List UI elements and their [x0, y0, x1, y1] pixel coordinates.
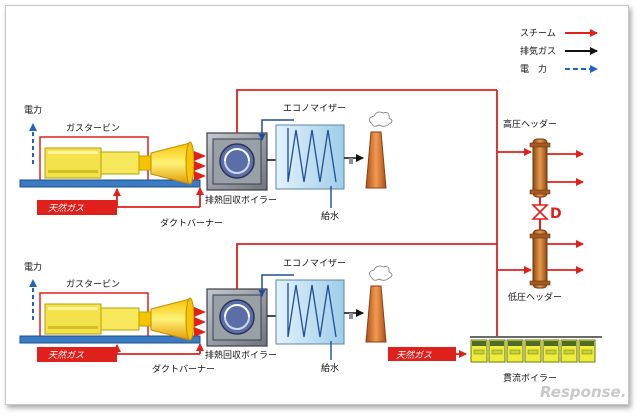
valve-letter: D	[550, 206, 562, 222]
top-economizer-body	[275, 124, 345, 190]
bottom-feed-water-label: 給水	[321, 362, 339, 374]
high-pressure-header-pipe	[532, 138, 548, 198]
bottom-transition-duct	[150, 298, 191, 341]
bottom-duct-burner-flame	[194, 307, 206, 337]
bottom-natural-gas-label: 天然ガス	[48, 350, 84, 361]
bottom-power-label: 電力	[24, 261, 42, 273]
legend-exhaust-label: 排気ガス	[520, 45, 556, 57]
top-gas-turbine-label: ガスタービン	[66, 123, 120, 134]
bottom-gas-turbine-label: ガスタービン	[66, 279, 120, 290]
top-duct-burner-flame	[194, 151, 206, 181]
top-unit: 電力 ガスタービン 天然ガス ダクトバーナー	[19, 89, 497, 229]
bottom-natural-gas-box	[37, 347, 117, 362]
top-water-loop	[258, 119, 294, 141]
legend-steam-label: スチーム	[520, 28, 556, 39]
bottom-gas-turbine-machine	[44, 303, 152, 335]
bottom-duct-burner-label: ダクトバーナー	[152, 363, 215, 375]
boiler-natural-gas-label: 天然ガス	[396, 350, 432, 361]
bottom-economizer-body	[275, 279, 345, 345]
top-feed-water-label: 給水	[321, 210, 339, 222]
low-pressure-header-pipe	[532, 229, 548, 289]
low-pressure-header-label: 低圧ヘッダー	[508, 291, 562, 303]
boiler-unit	[488, 339, 506, 363]
top-transition-duct	[150, 142, 191, 185]
top-natural-gas-box	[37, 200, 117, 215]
top-steam-line	[236, 89, 497, 133]
bottom-hrsg-label: 排熱回収ボイラー	[205, 349, 277, 361]
boiler-unit	[506, 339, 524, 363]
boiler-unit	[542, 339, 560, 363]
bottom-water-loop	[258, 274, 294, 297]
bottom-stack	[365, 285, 387, 343]
bottom-unit: 電力 ガスタービン 天然ガス ダクトバーナー	[19, 243, 497, 375]
high-pressure-header-label: 高圧ヘッダー	[503, 118, 557, 130]
bottom-base-plate	[19, 335, 201, 344]
boiler-unit	[524, 339, 542, 363]
boiler-unit	[578, 339, 596, 363]
once-through-boilers: 天然ガス 貫流ボイラー	[388, 270, 602, 384]
top-natural-gas-label: 天然ガス	[48, 203, 84, 214]
top-base-plate	[19, 179, 201, 188]
top-power-label: 電力	[24, 104, 42, 116]
bottom-steam-line	[236, 243, 497, 289]
legend-power-label: 電 力	[520, 63, 547, 75]
boiler-unit	[470, 339, 488, 363]
top-duct-burner-label: ダクトバーナー	[160, 217, 223, 229]
legend: スチーム 排気ガス 電 力	[520, 28, 598, 75]
boiler-unit	[560, 339, 578, 363]
top-gas-turbine-machine	[44, 147, 152, 179]
boiler-bank	[470, 336, 602, 363]
steam-headers: 高圧ヘッダー D 低圧ヘッダー	[496, 90, 584, 303]
reducing-valve-icon	[531, 204, 549, 220]
top-hrsg-label: 排熱回収ボイラー	[205, 194, 277, 206]
bottom-economizer-label: エコノマイザー	[283, 258, 346, 269]
watermark: Response.	[540, 383, 626, 401]
top-smoke-icon	[369, 111, 393, 127]
bottom-smoke-icon	[369, 265, 393, 281]
boiler-natural-gas-box	[388, 347, 456, 361]
top-stack	[365, 131, 387, 189]
top-economizer-label: エコノマイザー	[283, 103, 346, 114]
boiler-label: 貫流ボイラー	[503, 372, 557, 384]
